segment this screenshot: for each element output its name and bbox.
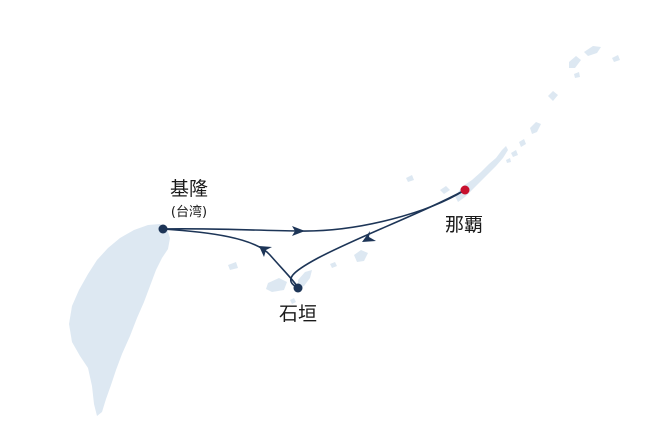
port-ishigaki-marker-icon — [293, 283, 303, 293]
route-ishigaki-to-naha — [290, 189, 466, 289]
miyako-island — [354, 250, 368, 262]
tokara-islet-3 — [612, 55, 620, 62]
iriomote-island — [266, 278, 287, 292]
land-layer — [69, 46, 620, 416]
direction-arrow-icon — [292, 226, 305, 236]
kerama-islet — [440, 186, 450, 194]
port-keelung-label: 基隆 — [170, 178, 208, 200]
yonaguni-islet — [228, 262, 238, 270]
port-keelung-region-label: (台湾) — [171, 204, 207, 220]
route-layer — [162, 189, 466, 289]
port-ishigaki-label: 石垣 — [279, 303, 317, 325]
port-naha-label: 那覇 — [445, 214, 483, 236]
tokara-islet-1 — [569, 56, 581, 68]
arrow-layer — [259, 226, 376, 257]
kume-islet — [406, 175, 414, 182]
yoron-islet — [506, 158, 511, 163]
tokunoshima-islet — [519, 139, 526, 147]
okinoerabu-islet — [511, 150, 518, 157]
direction-arrow-icon — [259, 246, 272, 257]
amami-island — [530, 122, 541, 134]
kikai-islet — [548, 91, 558, 101]
taiwan-island — [69, 224, 170, 416]
direction-arrow-icon — [362, 231, 376, 242]
route-naha-to-keelung — [162, 189, 466, 232]
tokara-islet-4 — [574, 72, 580, 78]
ishigaki-island — [298, 270, 312, 288]
tokara-islet-2 — [584, 46, 601, 56]
port-keelung-marker-icon — [158, 224, 168, 234]
label-layer: 基隆 (台湾) 那覇 石垣 — [170, 178, 483, 325]
marker-layer — [158, 185, 470, 293]
route-keelung-to-ishigaki — [162, 228, 299, 289]
port-naha-marker-icon — [460, 185, 470, 195]
hateruma-islet — [290, 298, 296, 304]
tarama-islet — [330, 262, 337, 268]
